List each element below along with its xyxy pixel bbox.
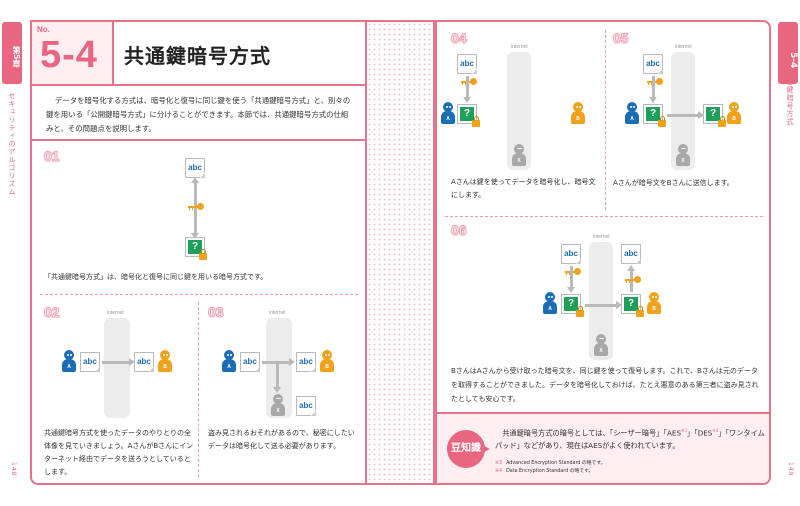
plaintext-document-icon: abc — [643, 54, 663, 74]
plaintext-document-icon: abc — [296, 396, 316, 416]
step-number-03: 03 — [208, 304, 225, 321]
right-page: 04 internet abc A ? B X Aさんは鍵を使ってデータを暗号化… — [435, 20, 771, 485]
internet-label: internet — [511, 44, 528, 50]
ciphertext-icon: ? — [185, 237, 205, 257]
chapter-title-vertical: セキュリティのアルゴリズム — [8, 92, 16, 196]
lock-icon — [576, 306, 584, 317]
divider — [445, 216, 763, 217]
plaintext-document-icon: abc — [621, 244, 641, 264]
plaintext-document-icon: abc — [80, 352, 100, 372]
divider — [605, 30, 606, 210]
page-gutter — [365, 20, 435, 485]
lock-icon — [636, 306, 644, 317]
bidirectional-arrow-icon — [191, 177, 199, 239]
lock-icon — [472, 116, 480, 127]
person-x-icon: X — [594, 334, 608, 356]
step-06-caption: BさんはAさんから受け取った暗号文を、同じ鍵を使って復号します。これで、Bさんは… — [451, 367, 759, 403]
lock-icon — [658, 116, 666, 127]
encrypt-arrow-icon — [463, 76, 471, 103]
step-05-caption: Aさんが暗号文をBさんに送信します。 — [613, 179, 734, 187]
person-b-icon: B — [571, 102, 585, 124]
plaintext-document-icon: abc — [561, 244, 581, 264]
lock-icon — [199, 249, 207, 260]
ciphertext-icon: ? — [561, 294, 581, 314]
no-label: No. — [37, 25, 50, 34]
intro-paragraph: データを暗号化する方式は、暗号化と復号に同じ鍵を使う「共通鍵暗号方式」と、別々の… — [32, 86, 365, 141]
page-title: 共通鍵暗号方式 — [124, 44, 271, 68]
key-icon — [188, 203, 204, 210]
key-icon — [625, 276, 641, 283]
divider — [198, 302, 199, 477]
section-title-vertical: 共通鍵暗号方式 — [786, 70, 794, 126]
plaintext-document-icon: abc — [457, 54, 477, 74]
key-icon — [461, 78, 477, 85]
trivia-badge: 豆知識 — [447, 430, 490, 468]
send-arrow-icon — [102, 358, 135, 366]
step-01-caption: 「共通鍵暗号方式」は、暗号化と復号に同じ鍵を用いる暗号方式です。 — [44, 273, 268, 281]
send-arrow-icon — [585, 301, 622, 309]
person-b-icon: B — [727, 102, 741, 124]
person-x-icon: X — [676, 144, 690, 166]
person-x-icon: X — [512, 144, 526, 166]
left-page: No. 5-4 共通鍵暗号方式 データを暗号化する方式は、暗号化と復号に同じ鍵を… — [30, 20, 365, 485]
internet-label: internet — [675, 44, 692, 50]
ciphertext-icon: ? — [621, 294, 641, 314]
person-x-icon: X — [271, 394, 285, 416]
person-a-icon: A — [625, 102, 639, 124]
decrypt-arrow-icon — [627, 265, 635, 292]
person-b-icon: B — [320, 350, 334, 372]
section-number: 5-4 — [40, 34, 98, 76]
lock-icon — [718, 116, 726, 127]
person-b-icon: B — [647, 292, 661, 314]
person-a-icon: A — [222, 350, 236, 372]
person-a-icon: A — [543, 292, 557, 314]
step-02-caption: 共通鍵暗号方式を使ったデータのやりとりの全体像を見ていきましょう。AさんがBさん… — [44, 429, 194, 476]
encrypt-arrow-icon — [649, 76, 657, 103]
internet-label: internet — [593, 234, 610, 240]
intercept-arrow-icon — [273, 362, 281, 393]
step-04-caption: Aさんは鍵を使ってデータを暗号化し、暗号文にします。 — [451, 178, 596, 199]
section-tab: 5-4 — [778, 22, 798, 84]
internet-label: internet — [269, 310, 286, 316]
send-arrow-icon — [667, 111, 704, 119]
encrypt-arrow-icon — [567, 266, 575, 293]
ciphertext-icon: ? — [703, 104, 723, 124]
plaintext-document-icon: abc — [134, 352, 154, 372]
step-number-01: 01 — [44, 148, 61, 165]
internet-label: internet — [107, 310, 124, 316]
step-03-caption: 盗み見されるおそれがあるので、秘密にしたいデータは暗号化して送る必要があります。 — [208, 429, 355, 450]
trivia-box: 豆知識 共通鍵暗号方式の暗号としては、「シーザー暗号」「AES※3」「DES※4… — [437, 412, 769, 483]
person-b-icon: B — [158, 350, 172, 372]
plaintext-document-icon: abc — [296, 352, 316, 372]
person-a-icon: A — [62, 350, 76, 372]
key-icon — [565, 268, 581, 275]
step-number-04: 04 — [451, 30, 468, 47]
ciphertext-icon: ? — [643, 104, 663, 124]
section-header: No. 5-4 共通鍵暗号方式 — [32, 22, 365, 86]
ciphertext-icon: ? — [457, 104, 477, 124]
trivia-text: 共通鍵暗号方式の暗号としては、「シーザー暗号」「AES※3」「DES※4」「ワン… — [495, 428, 765, 451]
page-number-left: 148 — [10, 462, 17, 477]
section-number-box: No. 5-4 — [32, 22, 114, 84]
step-number-06: 06 — [451, 222, 468, 239]
person-a-icon: A — [441, 102, 455, 124]
key-icon — [647, 78, 663, 85]
step-number-02: 02 — [44, 304, 61, 321]
plaintext-document-icon: abc — [240, 352, 260, 372]
divider — [40, 294, 358, 295]
page-number-right: 149 — [787, 462, 794, 477]
internet-cloud — [104, 318, 130, 418]
chapter-tab: 第5章 — [2, 22, 22, 84]
plaintext-document-icon: abc — [185, 158, 205, 178]
step-number-05: 05 — [613, 30, 630, 47]
